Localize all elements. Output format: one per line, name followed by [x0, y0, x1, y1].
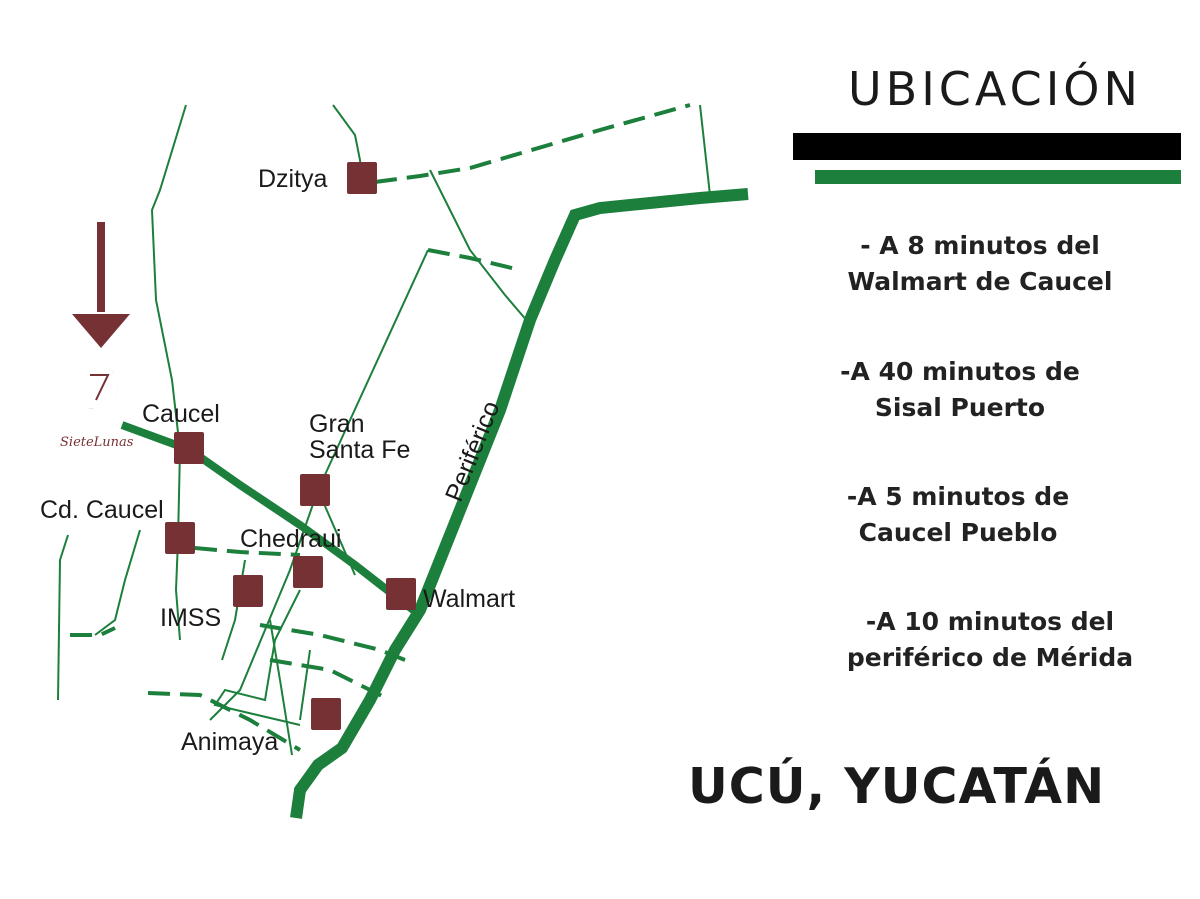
label-chedraui: Chedraui [240, 525, 342, 553]
info-line: Sisal Puerto [874, 393, 1046, 422]
marker-chedraui [293, 556, 323, 588]
info-line: periférico de Mérida [846, 643, 1134, 672]
divider-green [815, 170, 1181, 184]
info-line: -A 10 minutos del [865, 607, 1115, 636]
place-markers [165, 162, 416, 730]
page-title: UBICACIÓN [848, 62, 1142, 116]
info-sisal: -A 40 minutos de Sisal Puerto [810, 354, 1110, 426]
marker-dzitya [347, 162, 377, 194]
info-caucel-pueblo: -A 5 minutos de Caucel Pueblo [808, 479, 1108, 551]
marker-animaya [311, 698, 341, 730]
label-dzitya: Dzitya [258, 165, 328, 193]
arrow-down-icon [72, 222, 130, 348]
label-imss: IMSS [160, 604, 222, 632]
sietelunas-logo: SieteLunas [60, 368, 134, 450]
info-walmart: - A 8 minutos del Walmart de Caucel [830, 228, 1130, 300]
marker-caucel [174, 432, 204, 464]
info-line: -A 40 minutos de [840, 357, 1080, 386]
marker-cd-caucel [165, 522, 195, 554]
svg-text:SieteLunas: SieteLunas [60, 435, 134, 450]
marker-walmart [386, 578, 416, 610]
divider-black [793, 133, 1181, 160]
info-line: Caucel Pueblo [858, 518, 1058, 547]
label-caucel: Caucel [142, 400, 220, 428]
label-walmart: Walmart [423, 585, 516, 613]
marker-imss [233, 575, 263, 607]
label-gran-santa-fe-1: Gran [309, 410, 365, 438]
location-title: UCÚ, YUCATÁN [688, 758, 1106, 815]
label-gran-santa-fe-2: Santa Fe [309, 436, 411, 464]
info-line: -A 5 minutos de [846, 482, 1070, 511]
marker-gran-santa-fe [300, 474, 330, 506]
info-periferico: -A 10 minutos del periférico de Mérida [830, 604, 1150, 676]
label-cd-caucel: Cd. Caucel [40, 496, 164, 524]
info-line: - A 8 minutos del [860, 231, 1100, 260]
periferico-road [290, 188, 749, 819]
info-line: Walmart de Caucel [847, 267, 1113, 296]
label-animaya: Animaya [181, 728, 279, 756]
